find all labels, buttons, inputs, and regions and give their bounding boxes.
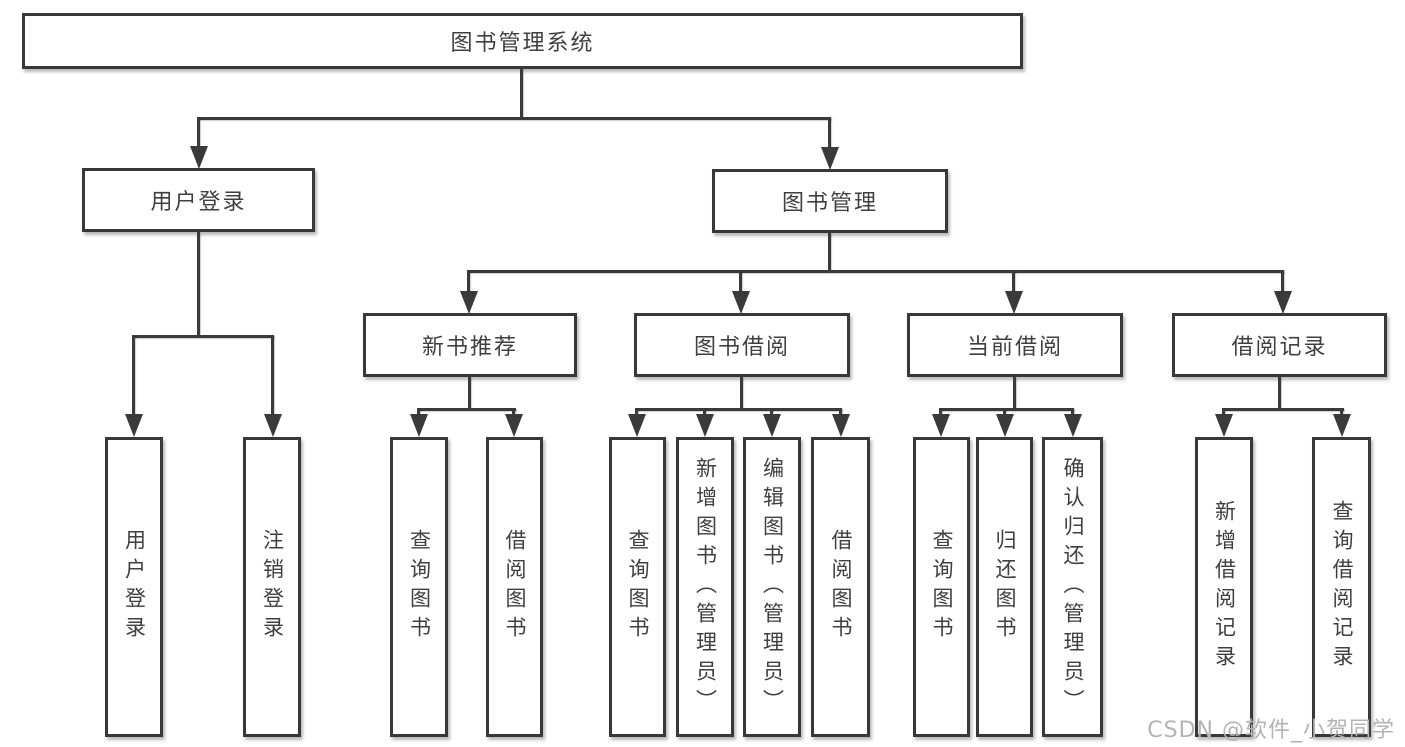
connector-line: [1340, 408, 1343, 418]
connector-line: [1222, 408, 1344, 411]
leaf-borrow-book-recommend-label: 借阅图书: [503, 529, 527, 645]
arrow-down-icon: [996, 414, 1014, 437]
connector-line: [828, 233, 831, 272]
node-new-book-recommend-label: 新书推荐: [421, 335, 518, 360]
connector-line: [271, 335, 274, 415]
node-book-borrow: 图书借阅: [634, 313, 850, 377]
arrow-down-icon: [732, 291, 750, 314]
csdn-watermark: CSDN @软件_小贺同学: [1147, 718, 1395, 743]
leaf-borrow-book: 借阅图书: [811, 437, 870, 737]
connector-line: [1281, 270, 1284, 293]
leaf-query-book-borrow-label: 查询图书: [626, 529, 650, 645]
connector-line: [1003, 408, 1006, 418]
connector-line: [467, 270, 470, 293]
leaf-query-borrow-record-label: 查询借阅记录: [1330, 500, 1354, 674]
node-user-login: 用户登录: [82, 168, 315, 232]
connector-line: [132, 335, 135, 415]
leaf-query-book-borrow: 查询图书: [609, 437, 666, 737]
arrow-down-icon: [1333, 414, 1351, 437]
node-book-borrow-label: 图书借阅: [693, 335, 790, 360]
connector-line: [468, 377, 471, 410]
connector-line: [467, 270, 1284, 273]
arrow-down-icon: [628, 414, 646, 437]
leaf-return-book-label: 归还图书: [993, 529, 1017, 645]
leaf-logout: 注销登录: [243, 437, 301, 737]
leaf-borrow-book-label: 借阅图书: [829, 529, 853, 645]
connector-line: [197, 232, 200, 335]
arrow-down-icon: [410, 414, 428, 437]
leaf-edit-book-admin: 编辑图书（管理员）: [743, 437, 801, 737]
connector-line: [740, 377, 743, 410]
leaf-add-book-admin: 新增图书（管理员）: [676, 437, 734, 737]
arrow-down-icon: [821, 147, 839, 170]
leaf-return-book: 归还图书: [976, 437, 1033, 737]
connector-line: [635, 408, 638, 418]
connector-line: [635, 408, 842, 411]
connector-line: [839, 408, 842, 418]
connector-line: [1012, 270, 1015, 293]
node-book-management: 图书管理: [712, 169, 948, 233]
connector-line: [1222, 408, 1225, 418]
connector-line: [132, 335, 274, 338]
leaf-logout-label: 注销登录: [260, 529, 285, 645]
connector-line: [828, 117, 831, 150]
connector-line: [739, 270, 742, 293]
arrow-down-icon: [190, 146, 208, 169]
arrow-down-icon: [125, 414, 143, 437]
node-book-management-label: 图书管理: [781, 191, 878, 216]
arrow-down-icon: [1215, 414, 1233, 437]
arrow-down-icon: [832, 414, 850, 437]
connector-line: [1013, 377, 1016, 410]
leaf-borrow-book-recommend: 借阅图书: [486, 437, 543, 737]
connector-line: [703, 408, 706, 418]
arrow-down-icon: [1274, 291, 1292, 314]
connector-line: [512, 408, 515, 418]
arrow-down-icon: [1064, 414, 1082, 437]
node-user-login-label: 用户登录: [150, 190, 247, 215]
node-library-system: 图书管理系统: [22, 13, 1023, 69]
leaf-user-login-label: 用户登录: [122, 529, 147, 645]
connector-line: [417, 408, 516, 411]
arrow-down-icon: [932, 414, 950, 437]
node-current-borrow: 当前借阅: [907, 313, 1123, 377]
connector-line: [939, 408, 942, 418]
arrow-down-icon: [505, 414, 523, 437]
node-current-borrow-label: 当前借阅: [966, 335, 1063, 360]
leaf-confirm-return-admin: 确认归还（管理员）: [1042, 437, 1103, 737]
connector-line: [197, 117, 831, 120]
leaf-confirm-return-admin-label: 确认归还（管理员）: [1061, 456, 1085, 718]
connector-line: [939, 408, 1074, 411]
leaf-query-book-current-label: 查询图书: [930, 529, 954, 645]
node-library-system-label: 图书管理系统: [450, 31, 595, 56]
arrow-down-icon: [460, 291, 478, 314]
leaf-user-login: 用户登录: [105, 437, 163, 737]
leaf-query-book-recommend: 查询图书: [390, 437, 448, 737]
connector-line: [770, 408, 773, 418]
connector-line: [1278, 377, 1281, 410]
connector-line: [417, 408, 420, 418]
node-borrow-record-label: 借阅记录: [1231, 335, 1328, 360]
leaf-edit-book-admin-label: 编辑图书（管理员）: [760, 456, 785, 718]
arrow-down-icon: [1005, 291, 1023, 314]
leaf-add-book-admin-label: 新增图书（管理员）: [693, 456, 718, 718]
arrow-down-icon: [696, 414, 714, 437]
leaf-add-borrow-record-label: 新增借阅记录: [1212, 500, 1237, 674]
leaf-add-borrow-record: 新增借阅记录: [1195, 437, 1253, 737]
leaf-query-borrow-record: 查询借阅记录: [1312, 437, 1371, 737]
arrow-down-icon: [763, 414, 781, 437]
connector-line: [197, 117, 200, 149]
node-borrow-record: 借阅记录: [1172, 313, 1387, 377]
leaf-query-book-recommend-label: 查询图书: [407, 529, 432, 645]
arrow-down-icon: [264, 414, 282, 437]
leaf-query-book-current: 查询图书: [913, 437, 970, 737]
node-new-book-recommend: 新书推荐: [363, 313, 577, 377]
connector-line: [1071, 408, 1074, 418]
connector-line: [520, 69, 523, 117]
